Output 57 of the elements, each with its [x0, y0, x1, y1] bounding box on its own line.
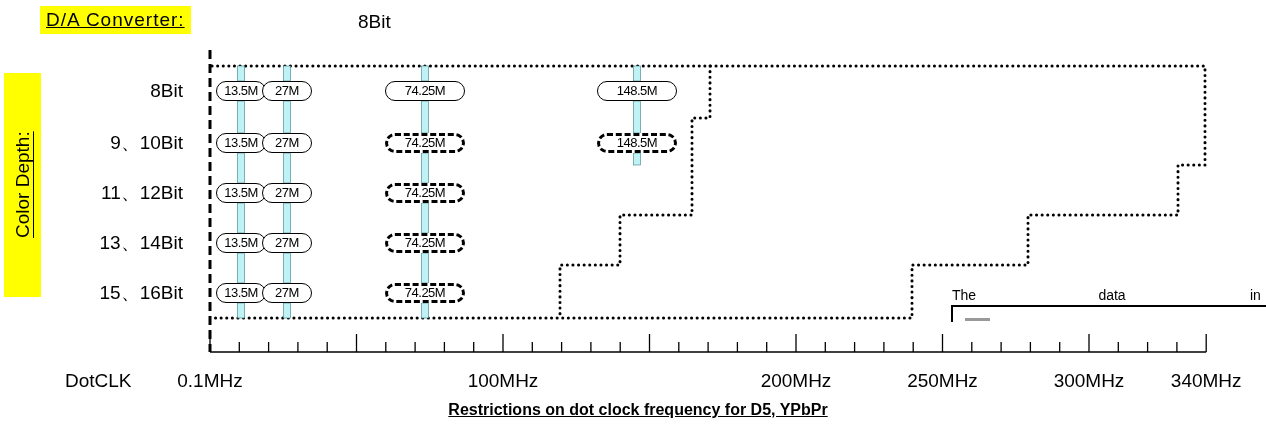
clock-rate-pill: 27M [262, 133, 312, 153]
frequency-bar [237, 152, 245, 184]
row-label: 8Bit [150, 80, 183, 102]
row-label: 9、10Bit [110, 132, 183, 154]
tick-label: 300MHz [1053, 370, 1125, 392]
clock-rate-pill: 13.5M [216, 183, 266, 203]
frequency-bar [237, 302, 245, 319]
label-text: DotCLK [65, 370, 132, 392]
frequency-bar [283, 152, 291, 184]
note-text: data [1098, 286, 1126, 305]
frequency-bar [283, 100, 291, 134]
frequency-bar [633, 152, 641, 166]
frequency-bar [633, 100, 641, 134]
row-label: 15、16Bit [99, 282, 183, 304]
clock-rate-pill: 13.5M [216, 81, 266, 101]
frequency-bar [421, 100, 429, 134]
clock-rate-pill: 13.5M [216, 133, 266, 153]
axis-title: Color Depth: [4, 73, 41, 297]
note-text: in [1250, 286, 1261, 305]
frequency-bar [421, 252, 429, 284]
clock-rate-pill: 27M [262, 283, 312, 303]
dashed-clock-rate-pill: 148.5M [597, 133, 677, 153]
clock-rate-pill: 74.25M [385, 81, 465, 101]
caption: Restrictions on dot clock frequency for D5, YPbPr [448, 400, 828, 420]
tick-label: 340MHz [1170, 370, 1242, 392]
frequency-bar [283, 65, 291, 82]
label-text: 8Bit [358, 11, 391, 33]
dashed-clock-rate-pill: 74.25M [385, 233, 465, 253]
tick-label: 250MHz [907, 370, 978, 392]
frequency-bar [421, 202, 429, 234]
frequency-bar [283, 302, 291, 319]
clock-rate-pill: 27M [262, 81, 312, 101]
clock-rate-pill: 27M [262, 233, 312, 253]
frequency-bar [421, 65, 429, 82]
section-heading: D/A Converter: [40, 6, 191, 34]
row-label: 13、14Bit [99, 232, 183, 254]
clock-rate-pill: 27M [262, 183, 312, 203]
frequency-bar [633, 65, 641, 82]
frequency-bar [237, 65, 245, 82]
clock-rate-pill: 13.5M [216, 233, 266, 253]
clock-rate-pill: 148.5M [597, 81, 677, 101]
dashed-clock-rate-pill: 74.25M [385, 183, 465, 203]
tick-label: 200MHz [760, 370, 832, 392]
frequency-bar [283, 252, 291, 284]
dashed-clock-rate-pill: 74.25M [385, 283, 465, 303]
note-text: The [952, 286, 977, 305]
frequency-bar [237, 202, 245, 234]
frequency-bar [421, 152, 429, 184]
dashed-clock-rate-pill: 74.25M [385, 133, 465, 153]
frequency-bar [421, 302, 429, 319]
frequency-bar [237, 100, 245, 134]
row-label: 11、12Bit [100, 182, 183, 204]
tick-label: 100MHz [467, 370, 539, 392]
frequency-bar [237, 252, 245, 284]
tick-label: 0.1MHz [177, 370, 243, 392]
clock-rate-pill: 13.5M [216, 283, 266, 303]
frequency-bar [283, 202, 291, 234]
